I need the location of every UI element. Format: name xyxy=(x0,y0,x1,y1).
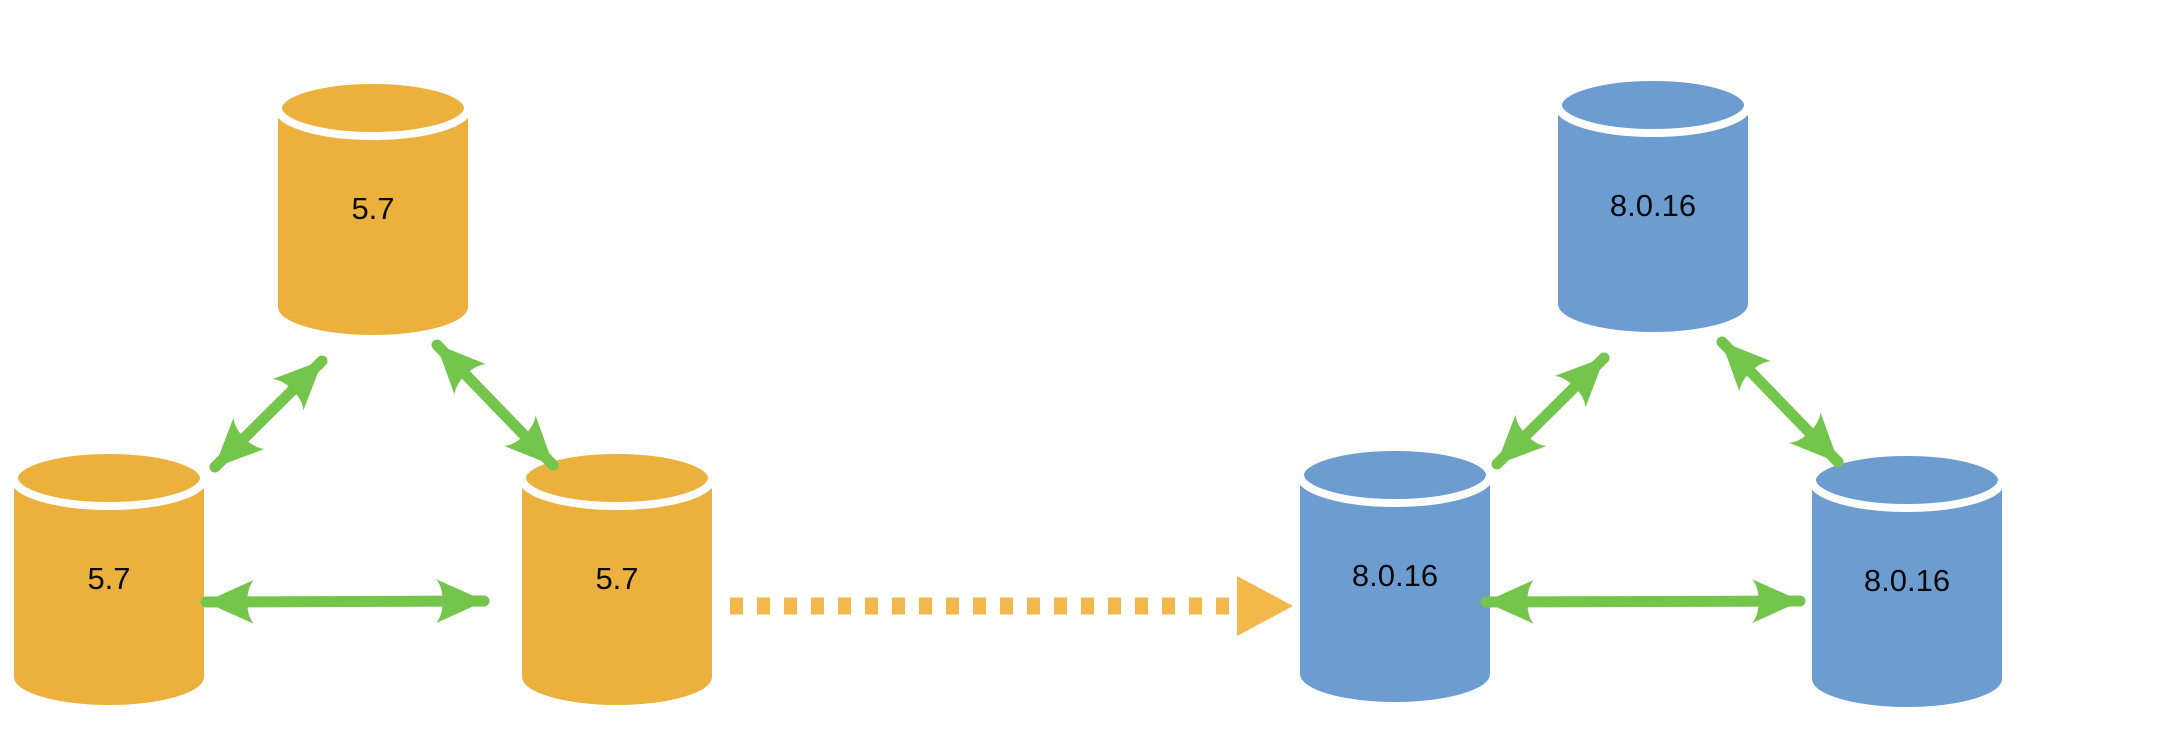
target-cluster: 8.0.16 8.0.16 8.0.16 xyxy=(1300,77,2002,707)
replication-arrow-left-right xyxy=(1480,579,1806,624)
source-cluster: 5.7 5.7 5.7 xyxy=(14,80,712,705)
db-version-label: 8.0.16 xyxy=(1610,188,1696,223)
db-version-label: 5.7 xyxy=(87,561,130,596)
db-version-label: 8.0.16 xyxy=(1864,563,1950,598)
migration-arrow xyxy=(730,576,1293,636)
db-version-label: 5.7 xyxy=(351,191,394,226)
replication-arrow-top-right xyxy=(431,339,559,471)
replication-arrow-top-right xyxy=(1716,336,1844,468)
db-version-label: 8.0.16 xyxy=(1352,558,1438,593)
migration-arrow-head xyxy=(1237,576,1293,636)
replication-arrow-left-right xyxy=(200,579,490,624)
db-version-label: 5.7 xyxy=(595,561,638,596)
replication-arrow-left-top xyxy=(1491,352,1610,470)
replication-arrow-left-top xyxy=(209,355,328,473)
